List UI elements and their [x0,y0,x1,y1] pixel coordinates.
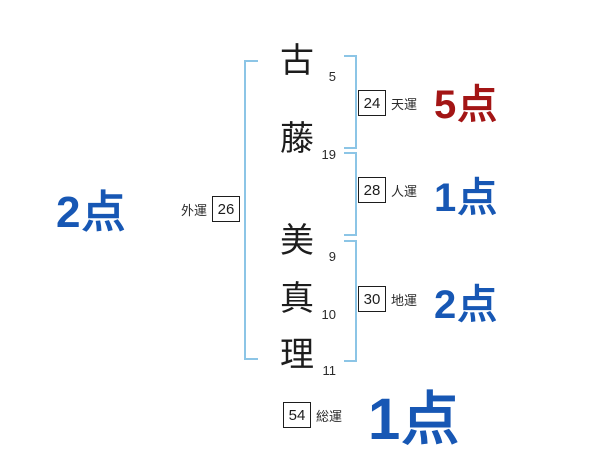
person-fortune-value: 28 [358,177,386,203]
heaven-fortune-score: 5点 [434,83,499,127]
name-char: 真 10 [280,280,342,322]
stroke-count: 9 [328,249,336,264]
earth-fortune-value: 30 [358,286,386,312]
name-char: 理 11 [280,336,342,378]
earth-fortune-label: 地運 [391,292,418,308]
name-char: 藤 19 [280,120,342,162]
stroke-count: 19 [321,147,336,162]
person-fortune-bracket [344,152,357,236]
outer-fortune-bracket [244,60,258,360]
name-char-glyph: 美 [280,222,314,260]
name-char: 古 5 [280,42,342,84]
stroke-count: 11 [322,363,337,378]
heaven-fortune-row: 24 天運 [358,90,417,116]
earth-fortune-row: 30 地運 [358,286,417,312]
heaven-fortune-bracket [344,55,357,149]
outer-fortune-score: 2点 [56,188,127,237]
total-fortune-row: 54 総運 [283,402,342,428]
total-fortune-value: 54 [283,402,311,428]
stroke-count: 5 [328,69,336,84]
name-char-glyph: 藤 [280,120,314,158]
heaven-fortune-label: 天運 [391,96,418,112]
total-fortune-label: 総運 [316,408,343,424]
person-fortune-label: 人運 [391,183,418,199]
heaven-fortune-value: 24 [358,90,386,116]
name-char-glyph: 真 [280,280,314,318]
outer-fortune-value: 26 [212,196,241,222]
name-char-glyph: 古 [280,42,314,80]
outer-fortune-row: 外運 26 [181,196,241,222]
person-fortune-score: 1点 [434,176,499,220]
earth-fortune-score: 2点 [434,283,499,327]
outer-fortune-label: 外運 [181,202,208,218]
person-fortune-row: 28 人運 [358,177,417,203]
total-fortune-score: 1点 [368,387,461,452]
stroke-count: 10 [321,307,336,322]
name-char: 美 9 [280,222,342,264]
earth-fortune-bracket [344,240,357,362]
name-char-glyph: 理 [280,336,314,374]
